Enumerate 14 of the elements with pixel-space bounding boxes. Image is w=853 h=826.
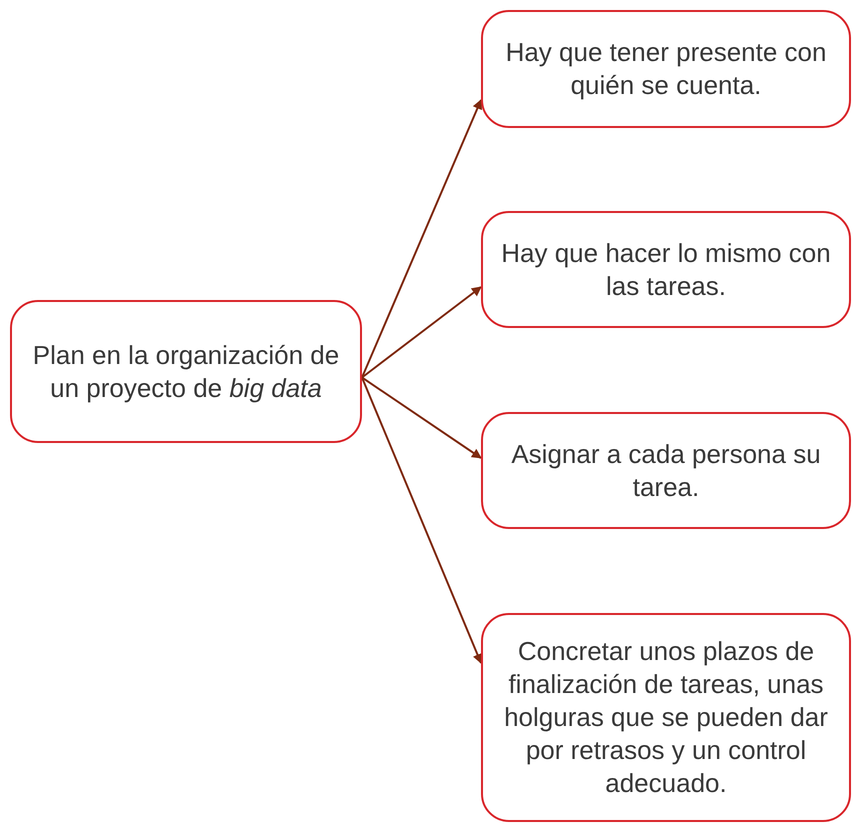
arrow <box>361 377 482 664</box>
box-text: Hay que tener presente con quién se cuenta. <box>504 36 828 102</box>
box-text: Concretar unos plazos de finalización de tareas, unas holguras que se pueden dar por retrasos y un control adecuado. <box>503 635 829 800</box>
arrow <box>361 99 482 378</box>
box-text: Asignar a cada persona su tarea. <box>510 438 822 504</box>
rounded-box <box>481 211 851 328</box>
rounded-box <box>481 412 851 529</box>
box-text: Plan en la organización de un proyecto de big data <box>32 338 340 404</box>
rounded-box <box>481 613 851 822</box>
arrow <box>361 376 482 459</box>
rounded-box <box>10 300 362 443</box>
rounded-box <box>481 10 851 128</box>
box-text: Hay que hacer lo mismo con las tareas. <box>500 236 832 302</box>
arrow <box>361 286 482 378</box>
